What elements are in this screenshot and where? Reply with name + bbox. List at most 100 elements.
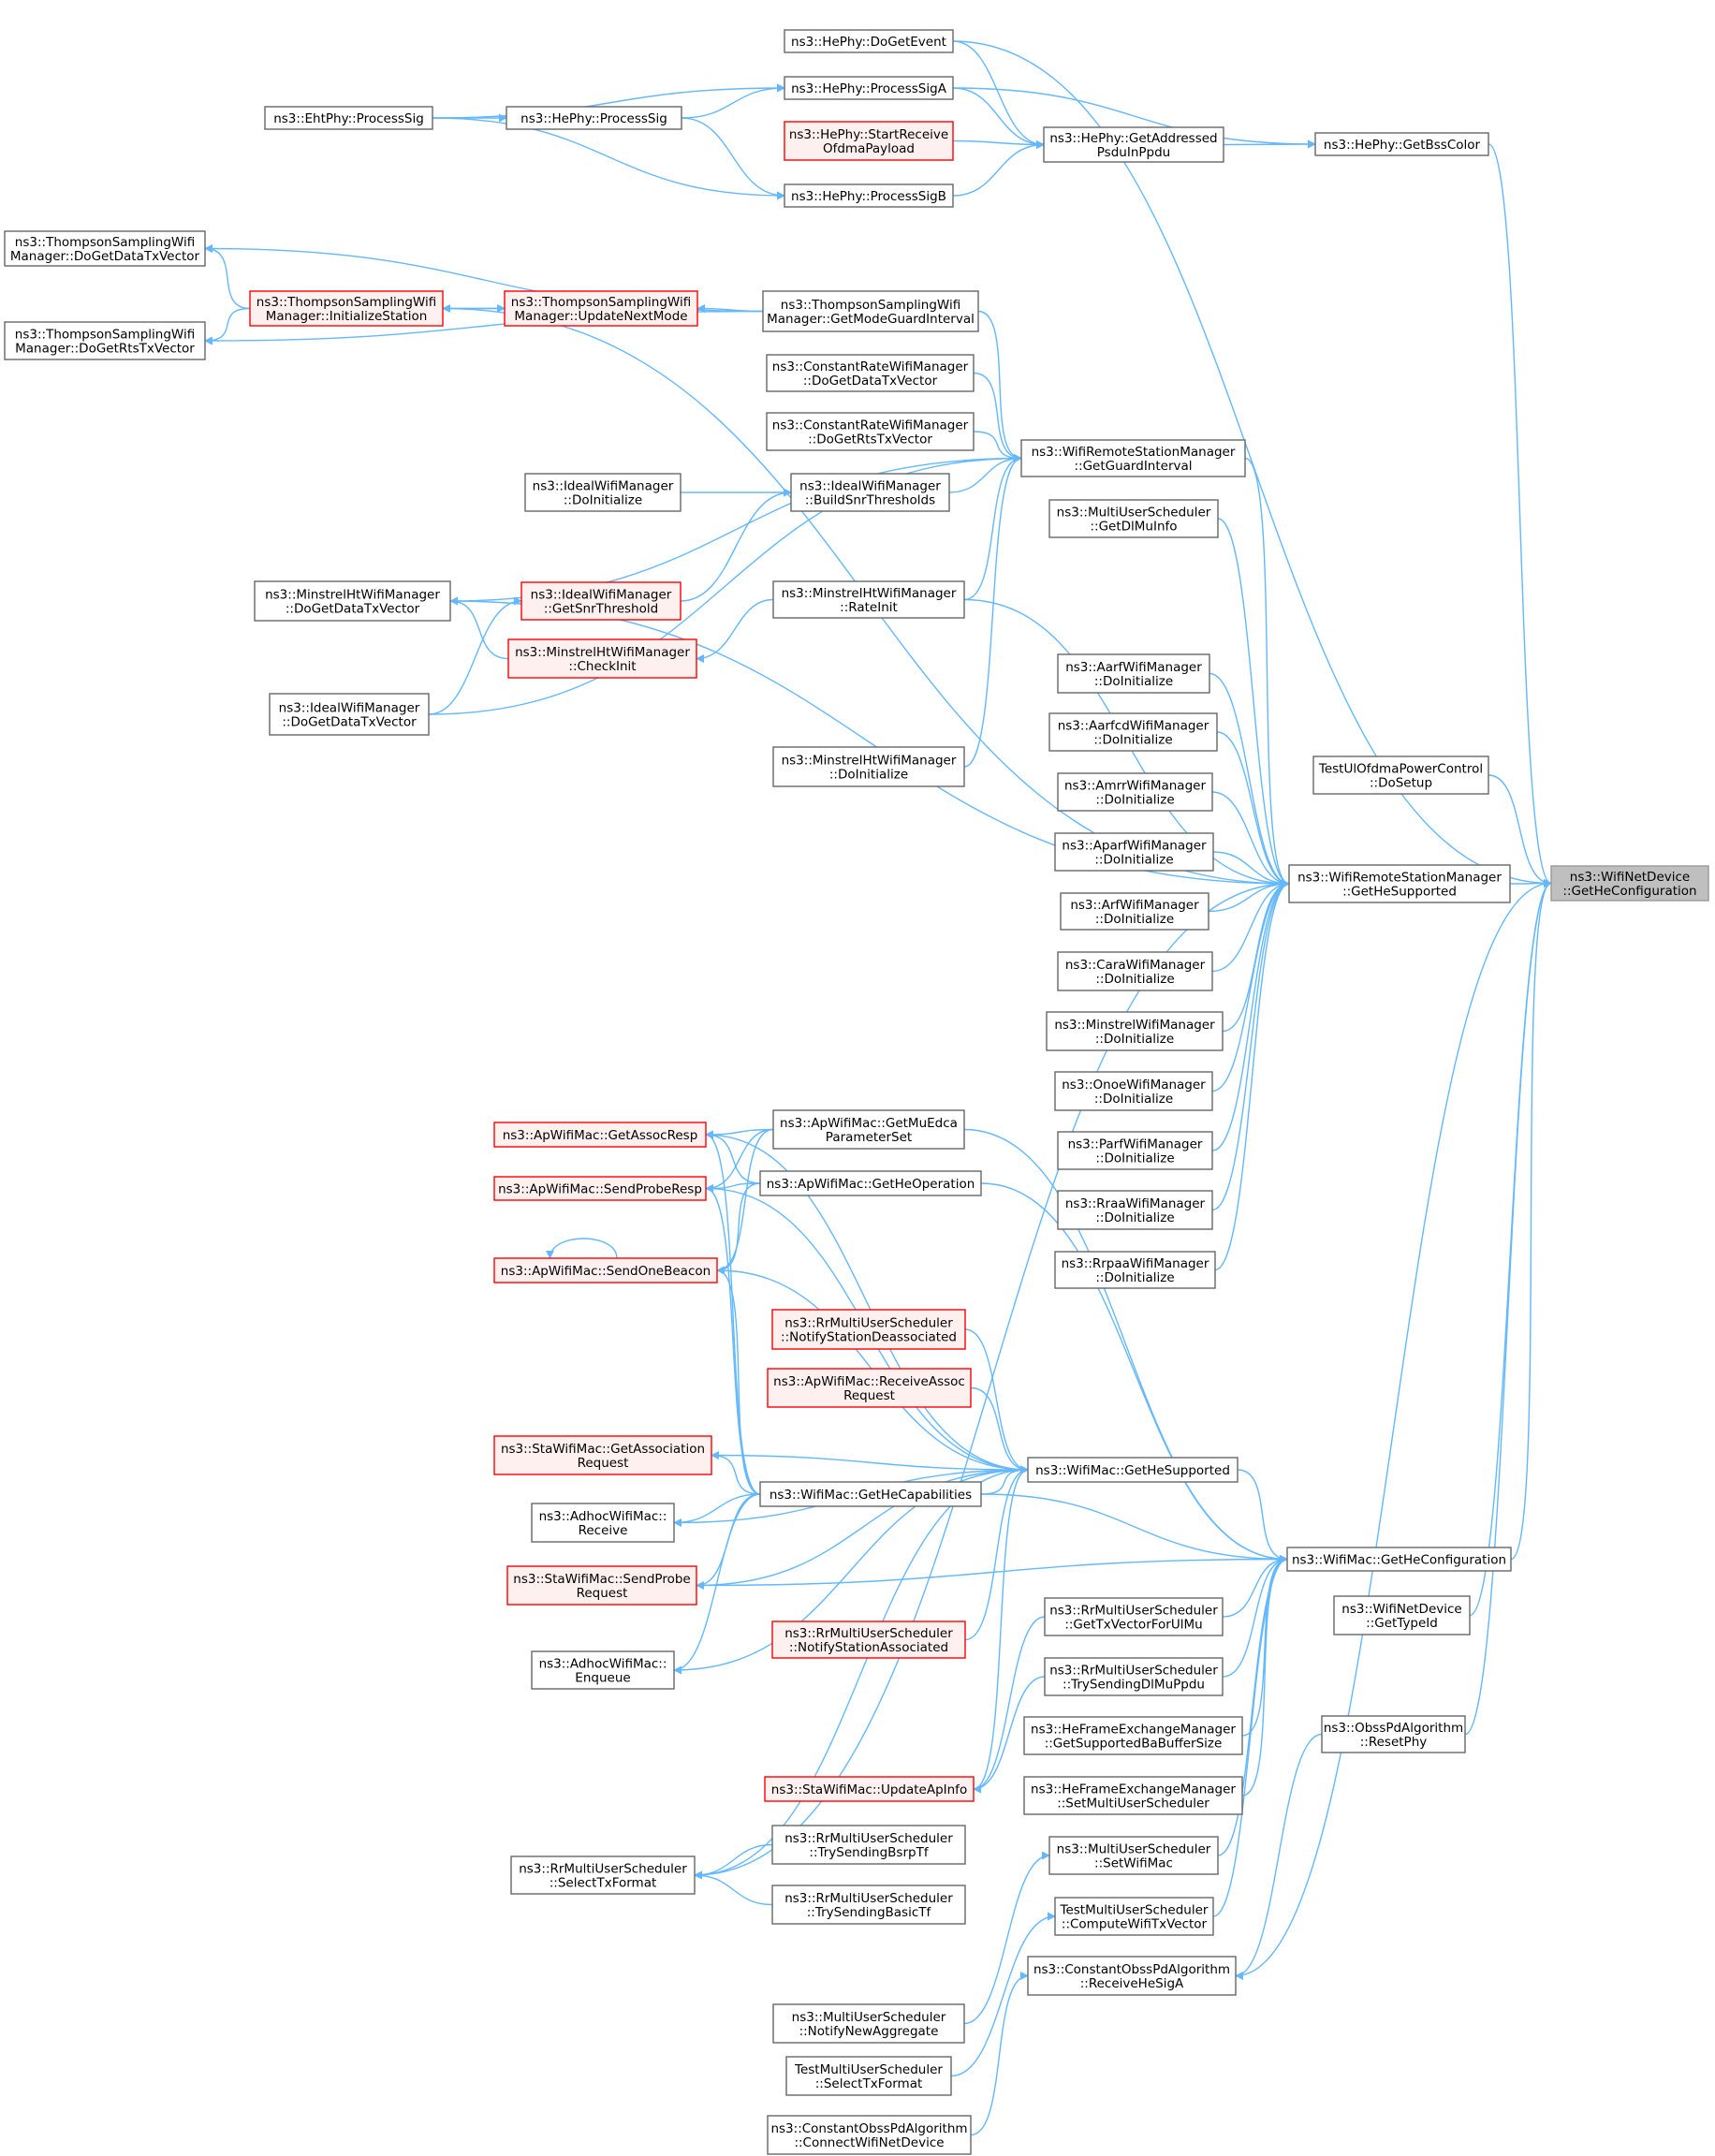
node-rr-selecttxformat[interactable]: ns3::RrMultiUserScheduler::SelectTxForma… (510, 1855, 696, 1895)
node-mht-doinit[interactable]: ns3::MinstrelHtWifiManager::DoInitialize (772, 746, 965, 787)
node-ehtphy-processsig[interactable]: ns3::EhtPhy::ProcessSig (264, 106, 433, 130)
node-box (1057, 951, 1213, 991)
node-ap-getassocresp[interactable]: ns3::ApWifiMac::GetAssocResp (493, 1122, 707, 1148)
node-box (1060, 892, 1209, 931)
node-label: ::CheckInit (568, 659, 636, 674)
node-label: ::DoInitialize (1095, 1270, 1174, 1285)
edge-ehtphy-processsig-to-hephy-processsiga (432, 83, 785, 119)
node-rr-trysendingbsrp[interactable]: ns3::RrMultiUserScheduler::TrySendingBsr… (771, 1825, 966, 1865)
node-box (1312, 755, 1489, 795)
node-aarfcd-doinit[interactable]: ns3::AarfcdWifiManager::DoInitialize (1048, 712, 1218, 752)
node-minstrel-doinit[interactable]: ns3::MinstrelWifiManager::DoInitialize (1046, 1011, 1224, 1051)
node-mus-notifynewagg[interactable]: ns3::MultiUserScheduler::NotifyNewAggreg… (772, 2003, 965, 2044)
node-cr-dogetdatatx[interactable]: ns3::ConstantRateWifiManager::DoGetDataT… (766, 354, 975, 392)
node-label: ns3::ThompsonSamplingWifi (781, 298, 960, 313)
node-label: ns3::MinstrelHtWifiManager (782, 586, 957, 601)
node-mus-setwifimac[interactable]: ns3::MultiUserScheduler::SetWifiMac (1048, 1836, 1219, 1875)
node-mus-getdlmuinfo[interactable]: ns3::MultiUserScheduler::GetDlMuInfo (1048, 499, 1219, 538)
node-label: ns3::ApWifiMac::GetAssocResp (503, 1128, 698, 1143)
node-label: ::GetSupportedBaBufferSize (1045, 1737, 1223, 1752)
node-label: ::SelectTxFormat (815, 2076, 923, 2091)
node-ts-getmodeguard[interactable]: ns3::ThompsonSamplingWifiManager::GetMod… (762, 290, 979, 332)
node-label: ns3::RrMultiUserScheduler (784, 1891, 953, 1906)
node-sta-updateapinfo[interactable]: ns3::StaWifiMac::UpdateApInfo (764, 1776, 975, 1802)
node-test-mus-compute[interactable]: TestMultiUserScheduler::ComputeWifiTxVec… (1054, 1897, 1214, 1936)
node-adhoc-receive[interactable]: ns3::AdhocWifiMac::Receive (531, 1503, 675, 1543)
node-adhoc-enqueue[interactable]: ns3::AdhocWifiMac::Enqueue (531, 1650, 675, 1690)
node-cobss-receivehesiga[interactable]: ns3::ConstantObssPdAlgorithm::ReceiveHeS… (1027, 1956, 1237, 1996)
node-label: ns3::MinstrelWifiManager (1054, 1018, 1215, 1033)
node-ts-updatenextmode[interactable]: ns3::ThompsonSamplingWifiManager::Update… (504, 290, 698, 327)
node-hefem-setmus[interactable]: ns3::HeFrameExchangeManager::SetMultiUse… (1023, 1776, 1243, 1815)
node-ap-sendonebeacon[interactable]: ns3::ApWifiMac::SendOneBeacon (493, 1257, 718, 1283)
node-aarf-doinit[interactable]: ns3::AarfWifiManager::DoInitialize (1057, 653, 1210, 694)
node-label: ns3::HeFrameExchangeManager (1031, 1723, 1236, 1738)
node-hephy-processsigb[interactable]: ns3::HePhy::ProcessSigB (784, 183, 954, 208)
node-label: ::DoInitialize (1095, 1210, 1174, 1225)
node-wrsm-gethesupported[interactable]: ns3::WifiRemoteStationManager::GetHeSupp… (1288, 864, 1511, 903)
node-label: ::DoInitialize (1095, 793, 1174, 808)
node-mht-checkinit[interactable]: ns3::MinstrelHtWifiManager::CheckInit (507, 638, 697, 679)
node-cara-doinit[interactable]: ns3::CaraWifiManager::DoInitialize (1057, 951, 1213, 991)
node-ideal-getsnr[interactable]: ns3::IdealWifiManager::GetSnrThreshold (520, 581, 682, 621)
node-box (1027, 1457, 1239, 1483)
node-mht-rateinit[interactable]: ns3::MinstrelHtWifiManager::RateInit (772, 580, 965, 619)
node-label: ns3::AarfWifiManager (1065, 660, 1202, 675)
node-onoe-doinit[interactable]: ns3::OnoeWifiManager::DoInitialize (1054, 1071, 1213, 1111)
node-cr-dogetrtstx[interactable]: ns3::ConstantRateWifiManager::DoGetRtsTx… (766, 412, 975, 451)
node-wm-gethecap[interactable]: ns3::WifiMac::GetHeCapabilities (759, 1481, 982, 1507)
node-ap-getheoperation[interactable]: ns3::ApWifiMac::GetHeOperation (759, 1170, 982, 1196)
node-obss-resetphy[interactable]: ns3::ObssPdAlgorithm::ResetPhy (1321, 1715, 1466, 1753)
node-ap-sendproberesp[interactable]: ns3::ApWifiMac::SendProbeResp (493, 1176, 707, 1201)
node-rr-notifyassoc[interactable]: ns3::RrMultiUserScheduler::NotifyStation… (771, 1621, 966, 1659)
node-hefem-getsupportedba[interactable]: ns3::HeFrameExchangeManager::GetSupporte… (1023, 1716, 1243, 1755)
node-root[interactable]: ns3::WifiNetDevice::GetHeConfiguration (1550, 865, 1709, 902)
node-rraa-doinit[interactable]: ns3::RraaWifiManager::DoInitialize (1057, 1190, 1213, 1230)
node-rr-trysendingbasic[interactable]: ns3::RrMultiUserScheduler::TrySendingBas… (771, 1885, 966, 1925)
node-hephy-dogetevent[interactable]: ns3::HePhy::DoGetEvent (784, 29, 954, 53)
node-amrr-doinit[interactable]: ns3::AmrrWifiManager::DoInitialize (1057, 772, 1213, 812)
node-rr-notifydeassoc[interactable]: ns3::RrMultiUserScheduler::NotifyStation… (771, 1309, 966, 1350)
node-box (1057, 653, 1210, 694)
node-wm-getheconfig[interactable]: ns3::WifiMac::GetHeConfiguration (1286, 1547, 1512, 1572)
node-rr-trysendingdlmu[interactable]: ns3::RrMultiUserScheduler::TrySendingDlM… (1044, 1657, 1224, 1696)
node-box (784, 76, 954, 100)
edge-aparf-doinit-to-wrsm-gethesupported (1212, 851, 1290, 888)
node-wm-gethesupported[interactable]: ns3::WifiMac::GetHeSupported (1027, 1457, 1239, 1483)
node-rrpaa-doinit[interactable]: ns3::RrpaaWifiManager::DoInitialize (1054, 1251, 1216, 1289)
node-box (766, 412, 975, 451)
node-box (1054, 832, 1214, 872)
node-ts-dogetdatatx[interactable]: ns3::ThompsonSamplingWifiManager::DoGetD… (4, 230, 206, 267)
node-test-mus-select[interactable]: TestMultiUserScheduler::SelectTxFormat (785, 2056, 952, 2096)
node-wnd-gettypeid[interactable]: ns3::WifiNetDevice::GetTypeId (1333, 1595, 1471, 1635)
node-hephy-processsig[interactable]: ns3::HePhy::ProcessSig (506, 106, 682, 130)
node-ideal-buildsnr[interactable]: ns3::IdealWifiManager::BuildSnrThreshold… (790, 473, 950, 512)
node-label: ns3::ArfWifiManager (1070, 898, 1199, 913)
node-ts-dogetrtstx[interactable]: ns3::ThompsonSamplingWifiManager::DoGetR… (4, 321, 206, 360)
node-rr-gettxvector[interactable]: ns3::RrMultiUserScheduler::GetTxVectorFo… (1044, 1597, 1224, 1636)
node-mht-dogetdatatx[interactable]: ns3::MinstrelHtWifiManager::DoGetDataTxV… (254, 580, 451, 622)
edge-ideal-dogetdatatx-to-ideal-getsnr (428, 596, 522, 715)
node-ts-initstation[interactable]: ns3::ThompsonSamplingWifiManager::Initia… (249, 290, 444, 327)
node-hephy-processsiga[interactable]: ns3::HePhy::ProcessSigA (784, 76, 954, 100)
node-label: ns3::ConstantObssPdAlgorithm (1033, 1962, 1230, 1977)
node-test-ulofdma[interactable]: TestUlOfdmaPowerControl::DoSetup (1312, 755, 1489, 795)
node-ideal-dogetdatatx[interactable]: ns3::IdealWifiManager::DoGetDataTxVector (269, 693, 430, 736)
node-wrsm-getguard[interactable]: ns3::WifiRemoteStationManager::GetGuardI… (1020, 439, 1246, 477)
edge-wrsm-getguard-to-wrsm-gethesupported (1244, 457, 1290, 888)
node-aparf-doinit[interactable]: ns3::AparfWifiManager::DoInitialize (1054, 832, 1214, 872)
node-label: ns3::WifiMac::GetHeCapabilities (770, 1488, 972, 1503)
edge-rr-notifydeassoc-to-wm-gethesupported (964, 1328, 1029, 1474)
edge-ap-getmuedca-to-ap-sendproberesp (705, 1128, 774, 1193)
node-cobss-connect[interactable]: ns3::ConstantObssPdAlgorithm::ConnectWif… (767, 2115, 972, 2155)
node-parf-doinit[interactable]: ns3::ParfWifiManager::DoInitialize (1057, 1131, 1213, 1170)
node-ideal-doinit[interactable]: ns3::IdealWifiManager::DoInitialize (524, 473, 682, 512)
node-arf-doinit[interactable]: ns3::ArfWifiManager::DoInitialize (1060, 892, 1209, 931)
node-hephy-getbsscolor[interactable]: ns3::HePhy::GetBssColor (1314, 132, 1489, 156)
